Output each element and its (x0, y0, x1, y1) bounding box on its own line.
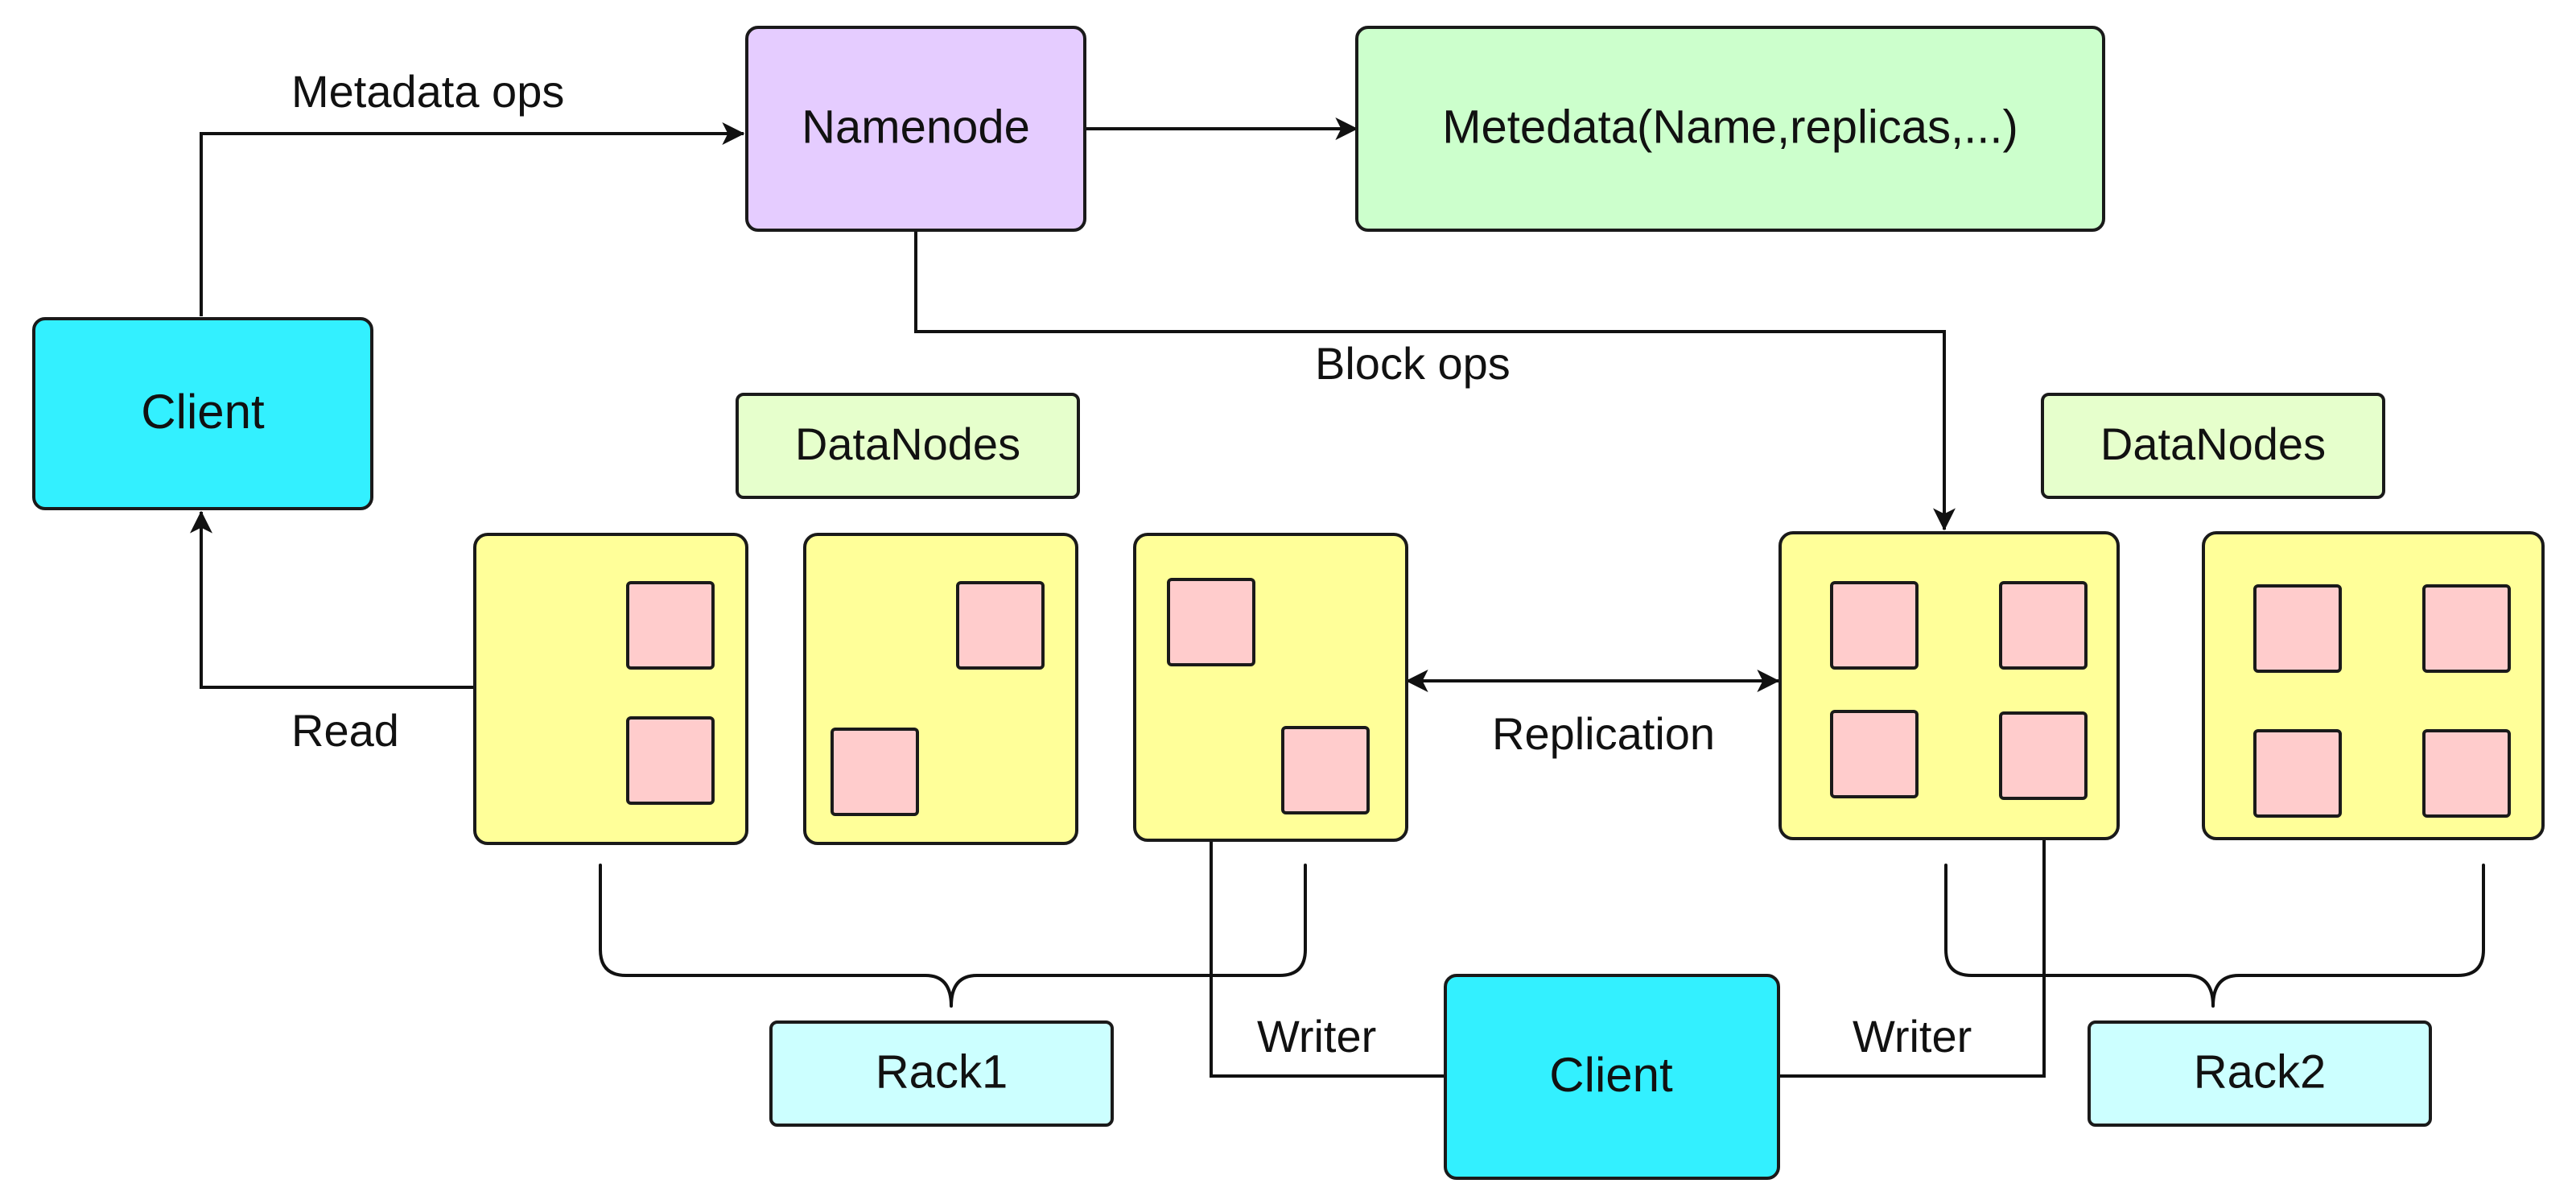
metadata-ops-label: Metadata ops (291, 66, 564, 117)
rack1-datanode-3 (1133, 533, 1408, 842)
client-bottom-box: Client (1444, 974, 1780, 1180)
rack1-brace (599, 864, 1307, 1008)
client-top-rect (32, 317, 373, 510)
writer-right-label: Writer (1853, 1011, 1972, 1062)
rack2-label: Rack2 (2194, 1045, 2326, 1098)
data-block (626, 581, 715, 670)
datanodes-left-box: DataNodes (736, 393, 1080, 499)
client-top-label: Client (141, 385, 265, 439)
rack2-rect (2088, 1021, 2432, 1127)
read-edge (190, 510, 475, 689)
block-ops-label: Block ops (1315, 338, 1511, 389)
data-block (626, 716, 715, 805)
client-bottom-rect (1444, 974, 1780, 1180)
client-top-box: Client (32, 317, 373, 510)
datanodes-left-rect (736, 393, 1080, 499)
rack1-label: Rack1 (876, 1045, 1008, 1098)
rack1-datanode-2 (803, 533, 1078, 845)
data-block (1281, 726, 1370, 814)
data-block (831, 728, 919, 816)
rack2-brace (1944, 864, 2485, 1008)
namenode-rect (745, 26, 1086, 232)
writer-right-edge (1780, 795, 2055, 1078)
rack-braces (599, 864, 2485, 1008)
replication-label: Replication (1492, 708, 1715, 759)
rack2-box: Rack2 (2088, 1021, 2432, 1127)
data-block (1830, 710, 1919, 798)
data-block (1999, 711, 2088, 800)
edge-labels: Metadata ops Block ops Read Replication … (291, 66, 1972, 1062)
datanodes-right-label: DataNodes (2100, 419, 2326, 469)
data-block (1167, 578, 1255, 666)
data-block (1999, 581, 2088, 670)
read-label: Read (291, 705, 399, 756)
connectors (190, 118, 2055, 1078)
data-block (956, 581, 1045, 670)
namenode-label: Namenode (802, 101, 1030, 153)
datanodes-right-rect (2041, 393, 2385, 499)
client-bottom-label: Client (1549, 1048, 1673, 1102)
rack1-rect (769, 1021, 1114, 1127)
data-block (2422, 729, 2511, 818)
data-block (1830, 581, 1919, 670)
metadata-rect (1355, 26, 2105, 232)
block-ops-edge (914, 230, 1956, 531)
metadata-box: Metedata(Name,replicas,...) (1355, 26, 2105, 232)
rack2-datanode-1 (1778, 531, 2120, 840)
data-block (2253, 729, 2342, 818)
writer-left-label: Writer (1257, 1011, 1376, 1062)
data-block (2253, 584, 2342, 673)
rack1-box: Rack1 (769, 1021, 1114, 1127)
datanodes-right-box: DataNodes (2041, 393, 2385, 499)
metadata-ops-edge (200, 122, 745, 316)
data-block (2422, 584, 2511, 673)
metadata-label: Metedata(Name,replicas,...) (1442, 101, 2018, 153)
namenode-box: Namenode (745, 26, 1086, 232)
rack2-datanode-2 (2202, 531, 2545, 840)
rack1-datanode-1 (473, 533, 748, 845)
datanodes-left-label: DataNodes (795, 419, 1020, 469)
